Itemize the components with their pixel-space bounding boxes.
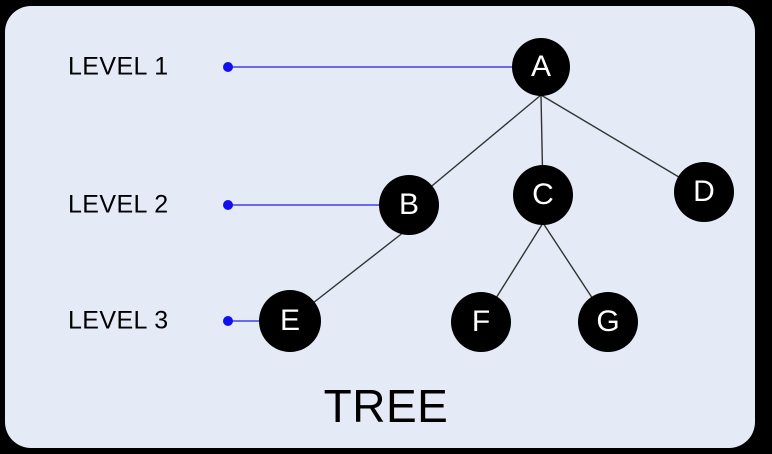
diagram-panel: [5, 6, 755, 448]
node-a[interactable]: A: [512, 38, 570, 96]
node-e[interactable]: E: [259, 290, 321, 352]
node-b[interactable]: B: [379, 175, 439, 235]
node-c[interactable]: C: [513, 165, 573, 225]
level-1-label: LEVEL 1: [68, 52, 169, 81]
level-3-label: LEVEL 3: [68, 306, 169, 335]
node-d[interactable]: D: [674, 162, 734, 222]
node-g[interactable]: G: [578, 292, 638, 352]
node-f[interactable]: F: [451, 292, 511, 352]
level-2-label: LEVEL 2: [68, 190, 169, 219]
diagram-title: TREE: [323, 380, 449, 432]
